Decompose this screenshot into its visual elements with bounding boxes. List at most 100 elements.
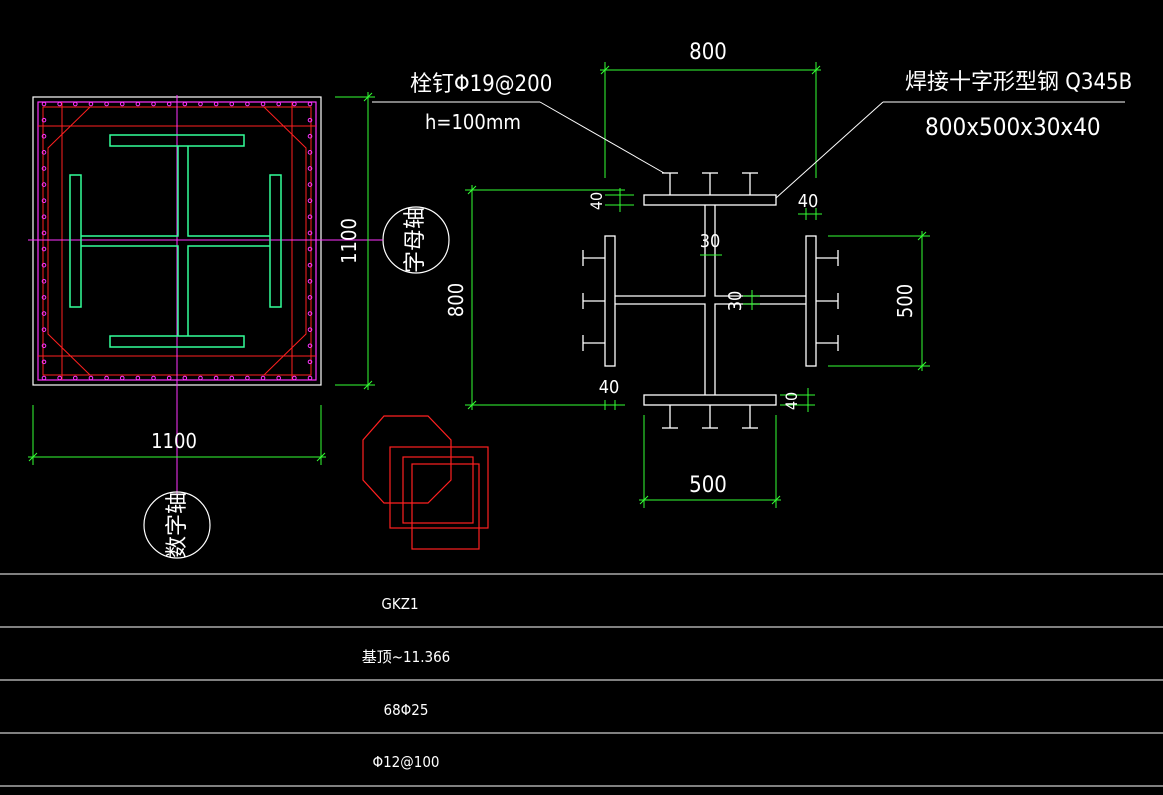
plan-width-label: 1100: [151, 429, 197, 453]
rebar-dot: [41, 311, 47, 316]
rebar-dot: [307, 375, 313, 381]
rebar-dot: [41, 166, 47, 171]
rebar-dot: [41, 343, 47, 349]
steel-note-line1: 焊接十字形型钢 Q345B: [905, 70, 1132, 95]
stud-note-line2: h=100mm: [425, 110, 521, 134]
rebar-dot: [307, 278, 313, 284]
flange-thickness-bottom-label: 40: [782, 392, 801, 410]
rebar-dot: [276, 101, 282, 107]
rebar-dot: [307, 214, 313, 220]
column-schedule-table: [0, 573, 1163, 787]
rebar-dot: [41, 214, 47, 220]
flange-thickness-top-label: 40: [587, 192, 606, 210]
rebar-dot: [307, 101, 313, 107]
rebar-dot: [41, 198, 47, 204]
rebar-dot: [41, 246, 47, 252]
rebar-dot: [260, 375, 266, 381]
rebar-dot: [307, 198, 313, 204]
rebar-dot: [307, 182, 313, 187]
rebar-dot: [198, 101, 203, 107]
rebar-dot: [307, 246, 313, 252]
stud-note-line1: 栓钉Φ19@200: [410, 72, 552, 97]
rebar-dot: [245, 101, 250, 107]
rebar-dot: [229, 375, 235, 381]
rebar-dot: [307, 230, 313, 236]
rebar-dot: [119, 101, 125, 107]
plan-steel-section: [69, 134, 282, 348]
rebar-dot: [72, 375, 78, 381]
flange-end-top-label: 40: [798, 191, 819, 212]
rebar-dot: [119, 375, 125, 381]
rebar-dot: [307, 262, 313, 268]
cross-section-detail: 800 500 800 500 40 40 40 40 30 30 栓钉Φ19@…: [372, 40, 1132, 508]
axis-letter-label: 字母轴: [403, 207, 428, 273]
rebar-dot: [41, 182, 47, 187]
rebar-dot: [57, 101, 62, 107]
rebar-dot: [104, 101, 109, 107]
rebar-dot: [307, 327, 313, 332]
rebar-dot: [307, 343, 313, 349]
rebar-dot: [307, 117, 313, 123]
rebar-dot: [307, 150, 313, 155]
rebar-dot: [198, 375, 203, 381]
rebar-dot: [213, 375, 219, 381]
rebar-dot: [135, 375, 141, 381]
note-leaders: [372, 101, 1125, 199]
rebar-dot: [41, 262, 47, 268]
table-row-stirrup: Φ12@100: [372, 753, 439, 771]
column-plan-view: 1100 1100 字母轴 数字轴: [28, 92, 450, 559]
plan-width-dimension: [28, 405, 326, 465]
rebar-dot: [151, 101, 156, 107]
rebar-dot: [182, 375, 188, 381]
plan-height-label: 1100: [337, 218, 361, 264]
web-thickness-vertical-label: 30: [700, 231, 721, 252]
axis-letter-bubble: 字母轴: [380, 206, 450, 274]
rebar-dot: [41, 327, 47, 332]
rebar-dot: [41, 230, 47, 236]
rebar-dot: [41, 101, 47, 107]
rebar-dot: [307, 295, 313, 300]
rebar-dot: [41, 359, 47, 365]
rebar-dots: [41, 101, 313, 381]
rebar-dot: [182, 101, 188, 107]
table-row-longitudinal-rebar: 68Φ25: [384, 701, 429, 719]
section-top-width-label: 800: [689, 40, 727, 65]
rebar-dot: [41, 295, 47, 300]
web-thickness-horizontal-label: 30: [725, 291, 746, 312]
rebar-dot: [151, 375, 156, 381]
section-bottom-width-label: 500: [689, 473, 727, 498]
rebar-dot: [307, 166, 313, 171]
rebar-dot: [41, 278, 47, 284]
table-row-elevation: 基顶~11.366: [362, 648, 451, 666]
section-left-height-label: 800: [444, 283, 468, 317]
rebar-dot: [41, 117, 47, 123]
rebar-dot: [292, 101, 297, 107]
plan-height-dimension: [335, 92, 375, 390]
rebar-dot: [41, 133, 47, 139]
cross-steel-outline: [604, 194, 817, 406]
rebar-dot: [72, 101, 78, 107]
rebar-dot: [307, 133, 313, 139]
rebar-dot: [88, 101, 94, 107]
rebar-dot: [245, 375, 250, 381]
rebar-dot: [135, 101, 141, 107]
table-row-mark: GKZ1: [381, 595, 418, 613]
rebar-dot: [307, 359, 313, 365]
rebar-dot: [213, 101, 219, 107]
rebar-dot: [307, 311, 313, 316]
axis-number-bubble: 数字轴: [143, 491, 211, 559]
column-detail-symbol: [362, 415, 489, 550]
rebar-dot: [41, 150, 47, 155]
rebar-dot: [57, 375, 62, 381]
section-dimensions: [465, 62, 930, 508]
rebar-dot: [104, 375, 109, 381]
rebar-dot: [260, 101, 266, 107]
flange-end-bottom-label: 40: [599, 377, 620, 398]
rebar-dot: [292, 375, 297, 381]
shear-studs: [582, 172, 839, 429]
rebar-dot: [88, 375, 94, 381]
rebar-dot: [166, 101, 172, 107]
rebar-dot: [166, 375, 172, 381]
rebar-dot: [229, 101, 235, 107]
